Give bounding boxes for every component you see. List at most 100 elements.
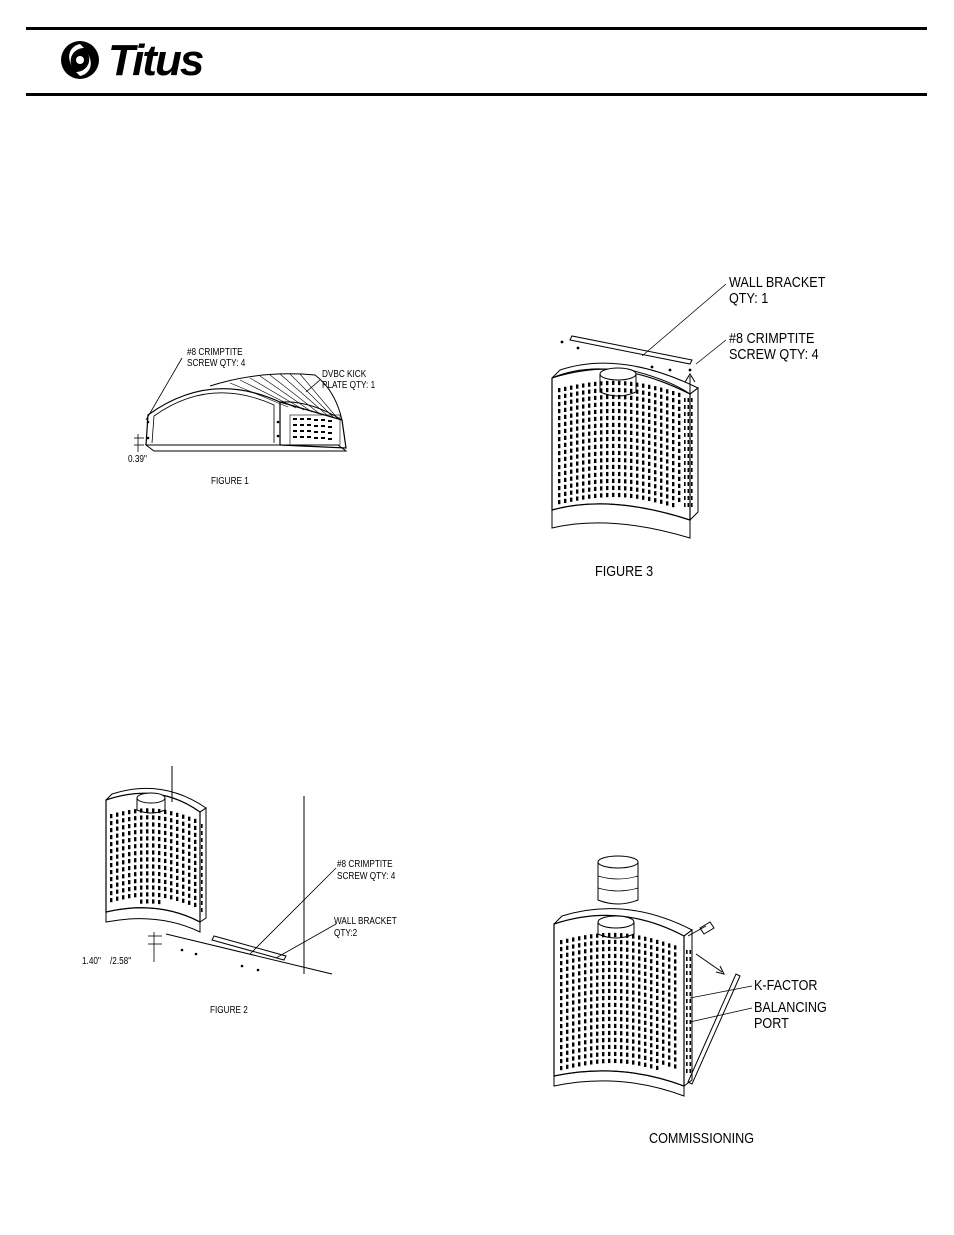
perforation-slot <box>594 486 597 492</box>
perforation-slot <box>146 899 149 904</box>
perforation-slot <box>602 933 605 938</box>
perforation-slot <box>656 953 659 959</box>
perforation-slot <box>582 460 585 465</box>
perforation-slot <box>158 808 161 814</box>
perforation-slot <box>636 487 639 492</box>
perforation-slot <box>612 415 615 421</box>
perforation-slot <box>578 971 581 976</box>
perforation-slot <box>146 892 149 897</box>
perforation-slot <box>660 492 663 497</box>
perforation-slot <box>689 1041 692 1045</box>
perforation-slot <box>576 440 579 445</box>
perforation-slot <box>624 472 627 477</box>
perforation-slot <box>152 878 155 883</box>
perforation-slot <box>618 429 621 435</box>
perforation-slot <box>654 470 657 475</box>
perforation-slot <box>578 1062 581 1067</box>
perforation-slot <box>558 423 561 428</box>
perforation-slot <box>668 971 671 976</box>
perforation-slot <box>624 458 627 463</box>
perforation-slot <box>650 1015 653 1020</box>
perforation-slot <box>666 445 669 450</box>
perforation-slot <box>660 450 663 455</box>
perforation-slot <box>182 863 185 868</box>
perforation-slot <box>600 409 603 414</box>
perforation-slot <box>566 938 569 943</box>
perforation-slot <box>668 957 671 962</box>
perforation-slot <box>584 1040 587 1045</box>
perforation-slot <box>584 949 587 954</box>
perforation-slot <box>596 961 599 966</box>
perforation-slot <box>576 489 579 494</box>
perforation-slot <box>602 996 605 1001</box>
perforation-slot <box>594 472 597 478</box>
perforation-slot <box>684 468 686 472</box>
perforation-slot <box>582 467 585 472</box>
perforation-slot <box>630 444 633 450</box>
perforation-slot <box>689 999 692 1003</box>
perforation-slot <box>654 393 657 398</box>
perforation-slot <box>608 939 611 945</box>
perforation-slot <box>590 990 593 995</box>
perforation-slot <box>689 992 692 996</box>
perforation-slot <box>662 1039 665 1044</box>
perforation-slot <box>608 981 611 987</box>
perforation-slot <box>612 380 615 386</box>
perforation-slot <box>654 414 657 419</box>
perforation-slot <box>608 1037 611 1043</box>
perforation-slot <box>596 989 599 994</box>
perforation-slot <box>566 980 569 985</box>
perforation-slot <box>602 1059 605 1064</box>
perforation-slot <box>612 401 615 407</box>
perforation-slot <box>564 428 567 433</box>
perforation-slot <box>662 962 665 967</box>
perforation-slot <box>606 450 609 456</box>
perforation-slot <box>140 885 143 890</box>
perforation-slot <box>182 821 185 826</box>
perforation-slot <box>644 1020 647 1025</box>
perforation-slot <box>594 409 597 415</box>
perforation-slot <box>612 450 615 456</box>
perforation-slot <box>642 474 645 479</box>
perforation-slot <box>630 409 633 415</box>
perforation-slot <box>590 1011 593 1016</box>
perforation-slot <box>128 866 131 871</box>
perforation-slot <box>666 459 669 464</box>
perforation-slot <box>608 988 611 994</box>
perforation-slot <box>624 402 627 407</box>
perforation-slot <box>672 398 675 403</box>
perforation-slot <box>672 461 675 466</box>
perforation-slot <box>116 861 119 866</box>
perforation-slot <box>572 1014 575 1019</box>
perforation-slot <box>201 873 203 877</box>
perforation-slot <box>672 447 675 452</box>
perforation-slot <box>686 1069 688 1073</box>
perforation-slot <box>600 486 603 491</box>
port-label-line1: BALANCING <box>754 999 827 1016</box>
perforation-slot <box>678 427 681 432</box>
perforation-slot <box>678 441 681 446</box>
perforation-slot <box>578 1027 581 1032</box>
perforation-slot <box>584 956 587 961</box>
perforation-slot <box>620 1017 623 1022</box>
perforation-slot <box>630 451 633 457</box>
perforation-slot <box>672 412 675 417</box>
perforation-slot <box>691 440 693 444</box>
perforation-slot <box>678 497 681 502</box>
perforation-slot <box>152 836 155 841</box>
perforation-slot <box>656 1009 659 1015</box>
perforation-slot <box>684 433 686 437</box>
perforation-slot <box>158 899 161 905</box>
perforation-slot <box>687 433 690 437</box>
perforation-slot <box>654 442 657 447</box>
perforation-slot <box>116 840 119 845</box>
perforation-slot <box>110 821 113 826</box>
perforation-slot <box>182 835 185 840</box>
perforation-slot <box>630 416 633 422</box>
wall-mount-drawing <box>105 766 337 975</box>
perforation-slot <box>170 888 173 893</box>
perforation-slot <box>606 401 609 407</box>
perforation-slot <box>644 971 647 976</box>
perforation-slot <box>654 386 657 391</box>
perforation-slot <box>644 999 647 1004</box>
